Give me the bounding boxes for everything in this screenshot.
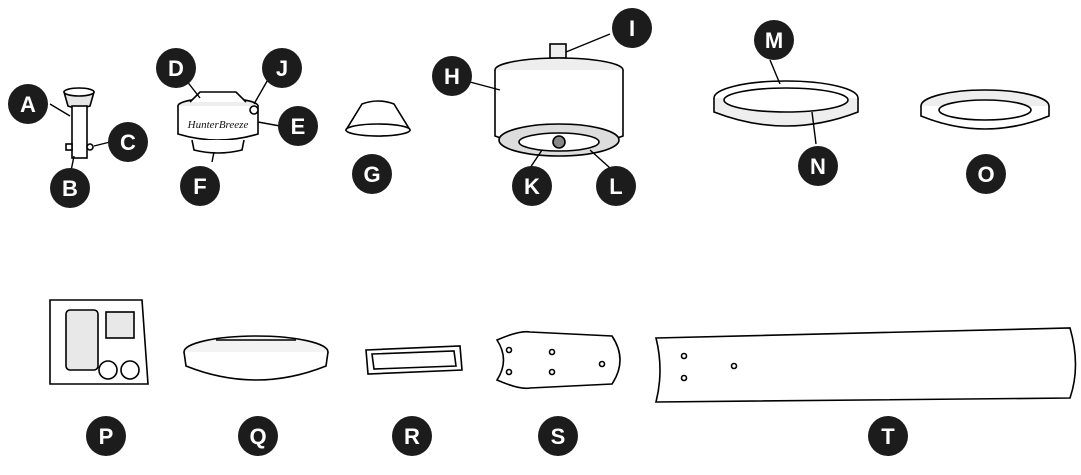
motor-housing bbox=[494, 43, 624, 157]
part-badge-label: D bbox=[168, 56, 184, 81]
led-plate bbox=[365, 345, 463, 375]
part-badge-label: P bbox=[99, 424, 114, 449]
glass-shade bbox=[344, 100, 412, 137]
part-badge-c: C bbox=[108, 122, 148, 162]
part-badge-circle bbox=[50, 168, 90, 208]
part-badge-o: O bbox=[966, 154, 1006, 194]
part-badge-f: F bbox=[180, 166, 220, 206]
part-badge-circle bbox=[238, 416, 278, 456]
part-badge-e: E bbox=[278, 106, 318, 146]
remote-card bbox=[49, 299, 149, 385]
part-badge-circle bbox=[538, 416, 578, 456]
part-badge-label: K bbox=[524, 174, 540, 199]
part-badge-h: H bbox=[432, 56, 472, 96]
part-badge-label: I bbox=[629, 16, 635, 41]
part-badge-g: G bbox=[352, 154, 392, 194]
part-badge-q: Q bbox=[238, 416, 278, 456]
part-badge-k: K bbox=[512, 166, 552, 206]
switch-housing: HunterBreeze bbox=[177, 91, 259, 154]
part-badge-t: T bbox=[868, 416, 908, 456]
part-badge-circle bbox=[596, 166, 636, 206]
light-kit-pan bbox=[920, 89, 1050, 130]
part-badge-label: R bbox=[404, 424, 420, 449]
blade-bracket bbox=[495, 330, 621, 390]
part-badge-circle bbox=[868, 416, 908, 456]
part-badge-label: E bbox=[291, 114, 306, 139]
part-badge-label: C bbox=[120, 130, 136, 155]
part-badge-label: A bbox=[20, 92, 36, 117]
part-badge-label: T bbox=[881, 424, 895, 449]
part-badge-label: M bbox=[765, 28, 783, 53]
part-badge-b: B bbox=[50, 168, 90, 208]
part-badge-circle bbox=[108, 122, 148, 162]
part-badge-label: H bbox=[444, 64, 460, 89]
part-badge-n: N bbox=[798, 146, 838, 186]
part-badge-i: I bbox=[612, 8, 652, 48]
part-badge-label: O bbox=[977, 162, 994, 187]
housing-brand-text: HunterBreeze bbox=[187, 119, 249, 131]
part-badge-circle bbox=[180, 166, 220, 206]
part-badge-label: S bbox=[551, 424, 566, 449]
part-badge-circle bbox=[262, 48, 302, 88]
part-badge-circle bbox=[8, 84, 48, 124]
part-badge-circle bbox=[512, 166, 552, 206]
part-badge-circle bbox=[966, 154, 1006, 194]
part-badge-a: A bbox=[8, 84, 48, 124]
part-badge-circle bbox=[612, 8, 652, 48]
part-badge-circle bbox=[754, 20, 794, 60]
part-badge-circle bbox=[86, 416, 126, 456]
part-badge-circle bbox=[798, 146, 838, 186]
part-badge-l: L bbox=[596, 166, 636, 206]
part-badge-d: D bbox=[156, 48, 196, 88]
part-badge-r: R bbox=[392, 416, 432, 456]
downrod-assembly bbox=[63, 87, 95, 159]
part-badge-s: S bbox=[538, 416, 578, 456]
part-badge-p: P bbox=[86, 416, 126, 456]
part-badge-circle bbox=[352, 154, 392, 194]
part-badge-circle bbox=[392, 416, 432, 456]
part-badge-circle bbox=[432, 56, 472, 96]
part-badge-label: J bbox=[276, 56, 288, 81]
part-badge-label: B bbox=[62, 176, 78, 201]
trim-ring bbox=[713, 80, 859, 127]
part-badge-circle bbox=[278, 106, 318, 146]
part-badge-j: J bbox=[262, 48, 302, 88]
part-badge-label: G bbox=[363, 162, 380, 187]
part-badge-label: F bbox=[193, 174, 206, 199]
part-badge-label: L bbox=[609, 174, 622, 199]
part-badge-m: M bbox=[754, 20, 794, 60]
part-badge-label: Q bbox=[249, 424, 266, 449]
glass-bowl bbox=[183, 335, 329, 381]
part-badge-circle bbox=[156, 48, 196, 88]
part-badge-label: N bbox=[810, 154, 826, 179]
fan-blade bbox=[654, 327, 1077, 403]
part-labels: A B C D E F G H I J K L M N O P Q R S T bbox=[8, 8, 1006, 456]
